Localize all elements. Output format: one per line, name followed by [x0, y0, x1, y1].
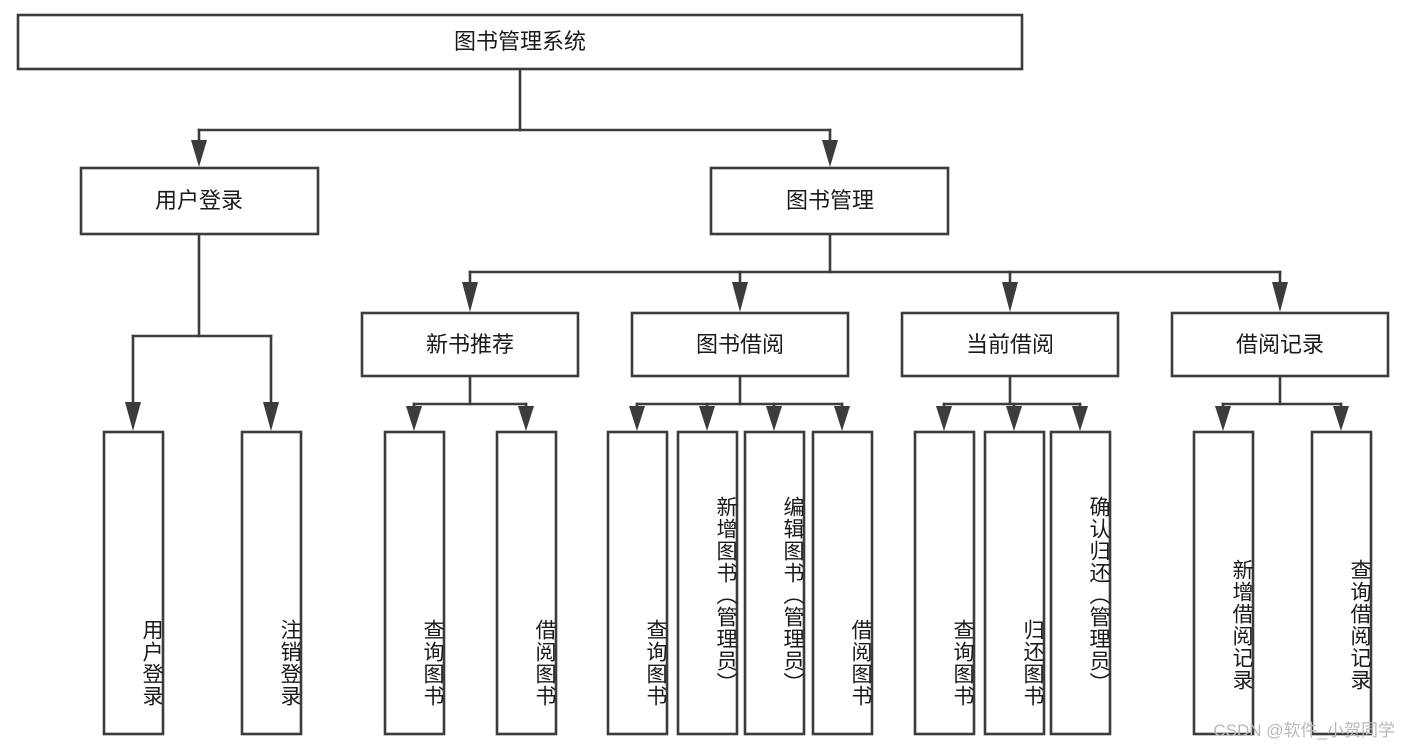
arrow-head-leaf-add-book	[699, 406, 715, 431]
arrow-head-leaf-borrow-book-2	[834, 406, 850, 431]
arrow-head-leaf-borrow-book-1	[518, 406, 534, 431]
label-root: 图书管理系统	[454, 29, 586, 54]
node-current-borrow[interactable]	[900, 311, 1120, 378]
node-leaf-confirm-return[interactable]	[1049, 430, 1112, 736]
node-leaf-query-book-3[interactable]	[913, 430, 976, 736]
node-leaf-query-book-2[interactable]	[606, 430, 669, 736]
node-leaf-add-book[interactable]	[676, 430, 739, 736]
arrow-head-leaf-query-book-2	[629, 406, 645, 431]
label-new-book-recommend: 新书推荐	[426, 332, 514, 357]
node-leaf-add-record[interactable]	[1192, 430, 1255, 736]
node-leaf-edit-book[interactable]	[743, 430, 806, 736]
arrow-head-leaf-query-book-1	[406, 406, 422, 431]
node-leaf-query-record[interactable]	[1310, 430, 1373, 736]
node-leaf-borrow-book-1[interactable]	[495, 430, 558, 736]
arrow-head-current-borrow	[1002, 282, 1018, 312]
arrow-head-leaf-return-book	[1006, 406, 1022, 431]
node-book-borrow[interactable]	[630, 311, 850, 378]
arrow-head-book-borrow	[732, 282, 748, 312]
node-user-login[interactable]	[79, 166, 320, 236]
arrow-head-new-book-recommend	[462, 282, 478, 312]
arrow-head-leaf-add-record	[1215, 406, 1231, 431]
node-box-group	[16, 13, 1390, 736]
arrow-head-leaf-confirm-return	[1072, 406, 1088, 431]
arrow-head-borrow-record	[1272, 282, 1288, 312]
label-borrow-record: 借阅记录	[1236, 332, 1324, 357]
horizontal-label-group: 图书管理系统 用户登录 图书管理 新书推荐 图书借阅 当前借阅 借阅记录	[155, 29, 1324, 357]
arrow-head-leaf-query-book-3	[936, 406, 952, 431]
node-book-management[interactable]	[709, 166, 950, 236]
node-borrow-record[interactable]	[1170, 311, 1390, 378]
node-leaf-logout-login[interactable]	[240, 430, 303, 736]
arrow-head-user-login	[191, 140, 207, 167]
node-leaf-return-book[interactable]	[983, 430, 1046, 736]
arrow-head-leaf-edit-book	[766, 406, 782, 431]
node-leaf-user-login[interactable]	[102, 430, 165, 736]
node-root[interactable]	[16, 13, 1024, 71]
node-new-book-recommend[interactable]	[360, 311, 580, 378]
connector-group	[125, 67, 1349, 431]
arrow-head-leaf-logout-login	[263, 402, 279, 431]
label-user-login: 用户登录	[155, 188, 243, 213]
label-book-borrow: 图书借阅	[696, 332, 784, 357]
node-leaf-query-book-1[interactable]	[383, 430, 446, 736]
arrow-head-leaf-query-record	[1333, 406, 1349, 431]
label-current-borrow: 当前借阅	[966, 332, 1054, 357]
arrow-head-leaf-user-login	[125, 402, 141, 431]
node-leaf-borrow-book-2[interactable]	[811, 430, 874, 736]
arrow-head-book-management	[822, 140, 838, 167]
label-book-management: 图书管理	[786, 188, 874, 213]
